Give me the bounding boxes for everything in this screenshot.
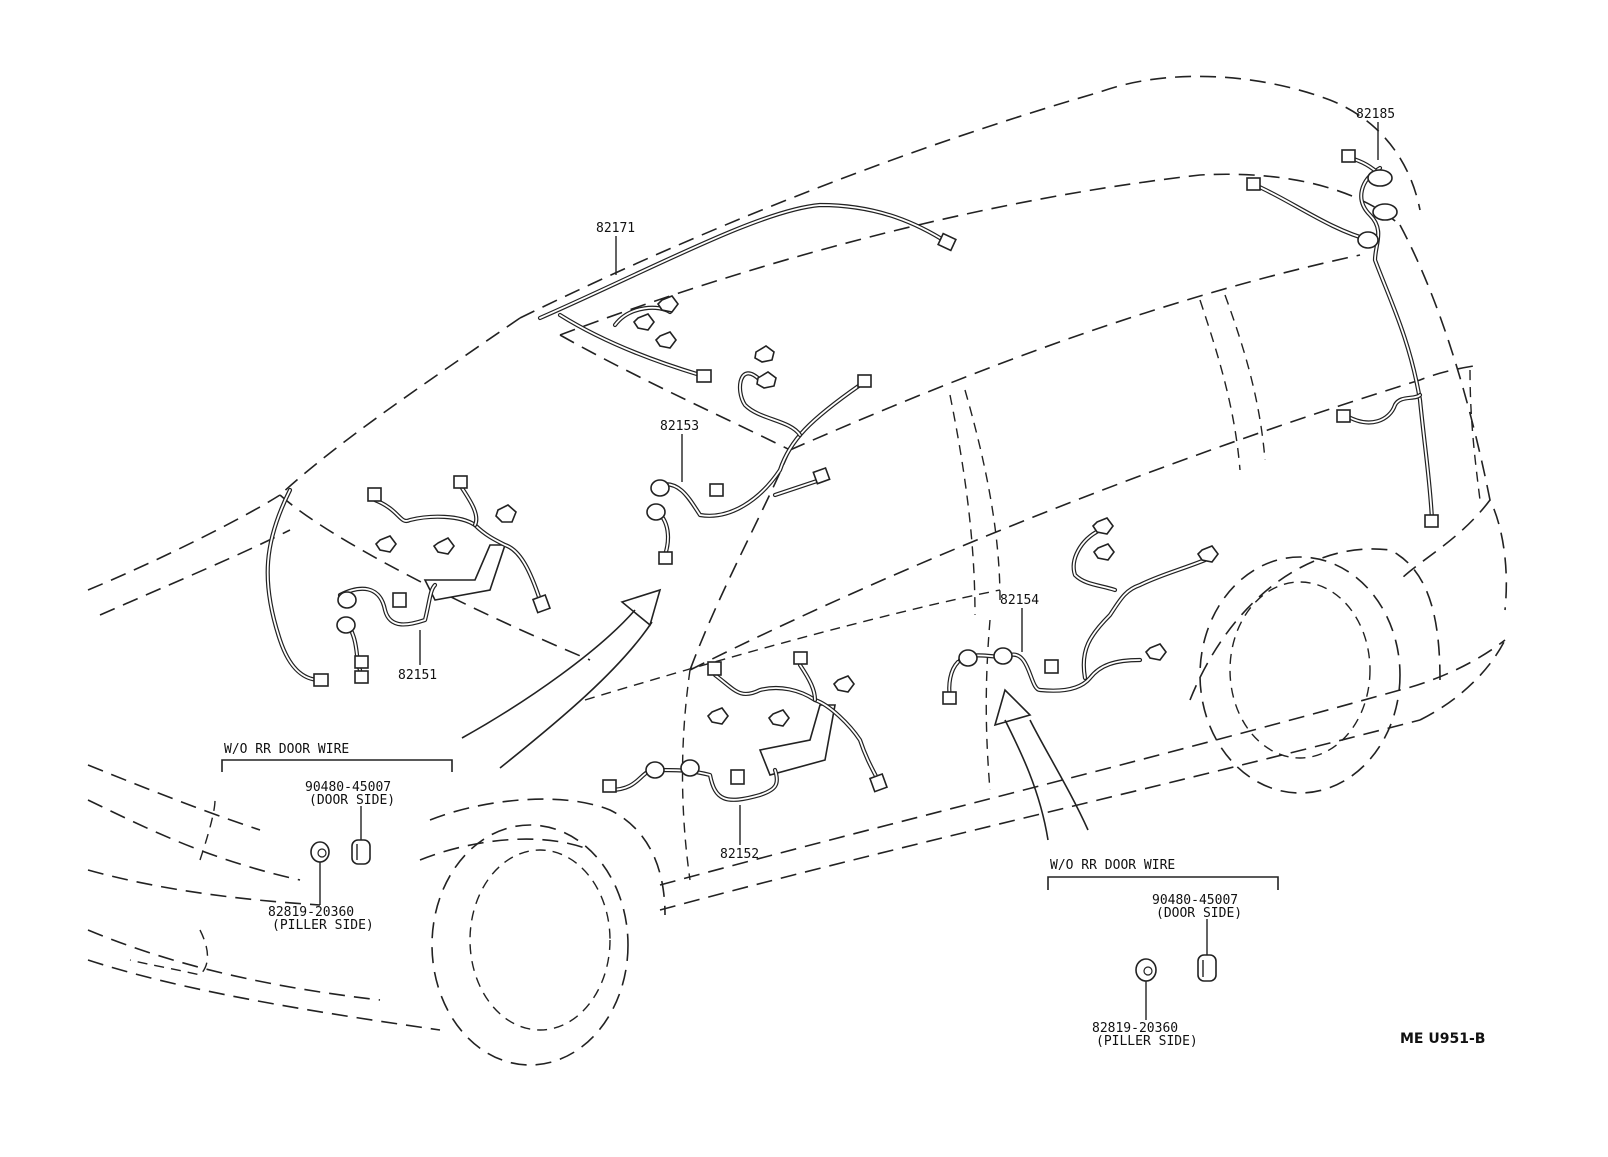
connector-icon: [658, 551, 673, 565]
piller-side-part-number: 82819-20360: [1092, 1021, 1178, 1036]
grommet-icon: [645, 761, 665, 779]
grommet-icon: [646, 503, 666, 521]
inset-bracket: [1047, 876, 1279, 890]
inset-without-rr-door-wire-front: W/O RR DOOR WIRE 90480-45007 (DOOR SIDE)…: [221, 742, 453, 933]
connector-icon: [730, 769, 745, 785]
connector-icon: [832, 675, 855, 693]
part-label-82154: 82154: [1000, 593, 1039, 608]
connector-icon: [495, 504, 517, 523]
connector-icon: [706, 707, 729, 725]
connector-icon: [937, 232, 957, 252]
callout-arrows: [461, 588, 1089, 841]
door-side-plug-icon: [351, 839, 371, 865]
inset-title: W/O RR DOOR WIRE: [1050, 858, 1175, 873]
piller-side-note: (PILLER SIDE): [1096, 1034, 1198, 1049]
grommet-icon: [336, 616, 356, 634]
connector-icon: [868, 773, 888, 793]
connector-icon: [707, 661, 722, 676]
grommet-icon: [993, 647, 1013, 665]
connector-icon: [354, 655, 369, 669]
connector-icon: [857, 374, 872, 388]
connector-icon: [812, 466, 831, 485]
grommet-icon: [958, 649, 978, 667]
connector-icon: [354, 670, 369, 684]
harness-clip-icon: [423, 544, 507, 601]
inset-without-rr-door-wire-rear: W/O RR DOOR WIRE 90480-45007 (DOOR SIDE)…: [1047, 858, 1279, 1049]
arrow-head-icon: [620, 588, 662, 627]
connector-icon: [313, 673, 329, 687]
inset-title: W/O RR DOOR WIRE: [224, 742, 349, 757]
grommet-icon: [1357, 231, 1379, 249]
door-side-note: (DOOR SIDE): [309, 793, 395, 808]
connector-icon: [696, 369, 712, 383]
connector-icon: [767, 709, 790, 727]
connector-icon: [392, 592, 407, 608]
connector-icon: [602, 779, 617, 793]
connector-icon: [1144, 643, 1167, 661]
connector-icon: [709, 483, 724, 497]
part-label-82153: 82153: [660, 419, 699, 434]
grommet-icon: [1367, 169, 1393, 187]
part-label-82171: 82171: [596, 221, 635, 236]
connector-icon: [1092, 543, 1115, 561]
harness-82152[interactable]: [602, 651, 888, 802]
connector-icon: [1424, 514, 1439, 528]
grommet-icon: [1372, 203, 1398, 221]
part-label-82151: 82151: [398, 668, 437, 683]
connector-icon: [1341, 149, 1356, 163]
connector-icon: [942, 691, 957, 705]
harness-clip-icon: [758, 704, 836, 776]
connector-icon: [374, 535, 397, 553]
figure-code: ME U951-B: [1400, 1031, 1485, 1047]
door-side-part-number: 90480-45007: [305, 780, 391, 795]
arrow-head-icon: [993, 688, 1032, 727]
connector-icon: [754, 345, 775, 363]
connector-icon: [1246, 177, 1261, 191]
connector-icon: [531, 594, 551, 614]
part-label-82185: 82185: [1356, 107, 1395, 122]
connector-icon: [1044, 659, 1059, 674]
connector-icon: [1196, 545, 1219, 563]
inset-bracket: [221, 759, 453, 772]
connector-icon: [656, 295, 679, 313]
harness-82185[interactable]: [1246, 149, 1439, 528]
connector-icon: [756, 371, 777, 389]
connector-icon: [1091, 517, 1114, 535]
grommet-icon: [650, 479, 670, 497]
piller-side-note: (PILLER SIDE): [272, 918, 374, 933]
harness-82171[interactable]: [265, 202, 957, 687]
connector-icon: [453, 475, 468, 489]
harness-82154[interactable]: [942, 517, 1219, 705]
door-side-part-number: 90480-45007: [1152, 893, 1238, 908]
piller-side-part-number: 82819-20360: [268, 905, 354, 920]
door-side-plug-icon: [1197, 954, 1217, 982]
connector-icon: [793, 651, 808, 665]
connector-icon: [632, 313, 655, 331]
connector-icon: [1336, 409, 1351, 423]
connector-icon: [367, 487, 382, 502]
grommet-icon: [337, 591, 357, 609]
connector-icon: [654, 331, 677, 349]
door-side-note: (DOOR SIDE): [1156, 906, 1242, 921]
grommet-icon: [680, 759, 700, 777]
harness-82151[interactable]: [336, 475, 551, 684]
connector-icon: [432, 536, 455, 555]
piller-side-grommet-icon: [1135, 958, 1157, 982]
part-label-82152: 82152: [720, 847, 759, 862]
harness-82153[interactable]: [646, 345, 872, 565]
